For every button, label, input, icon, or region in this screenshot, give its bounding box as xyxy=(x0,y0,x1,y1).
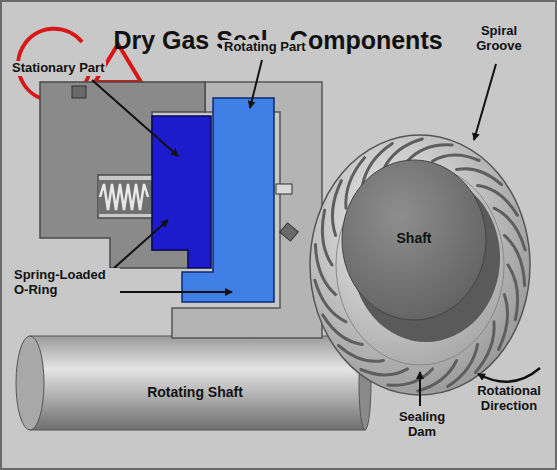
leader-line xyxy=(92,80,178,156)
spring-pocket xyxy=(98,180,152,214)
part-label: Rotational Direction xyxy=(465,384,553,414)
leader-line xyxy=(474,64,496,140)
shaft-face xyxy=(342,160,486,320)
leader-line xyxy=(114,220,168,268)
o-ring xyxy=(280,223,298,241)
leader-line xyxy=(250,60,262,108)
shaft-label: Rotating Shaft xyxy=(110,384,280,400)
part-label: Rotating Part xyxy=(222,40,308,55)
groove-stroke xyxy=(433,155,480,161)
groove-stroke xyxy=(388,369,433,385)
shaft-body xyxy=(30,336,365,430)
groove-stroke xyxy=(338,345,383,361)
stationary-part xyxy=(152,116,211,268)
spiral-grooves xyxy=(315,139,525,391)
part-label: Sealing Dam xyxy=(385,410,459,440)
housing-seal xyxy=(72,86,86,98)
rotation-arrow xyxy=(478,368,540,382)
part-label: Spiral Groove xyxy=(462,24,536,54)
seal-ring xyxy=(310,135,530,395)
part-label: Spring-Loaded O-Ring xyxy=(12,268,120,298)
part-label: Stationary Part xyxy=(10,61,106,76)
groove-stroke xyxy=(504,235,524,285)
groove-stroke xyxy=(408,145,453,161)
spring xyxy=(100,184,148,210)
drive-pin xyxy=(276,184,292,194)
groove-stroke xyxy=(332,181,341,236)
groove-stroke xyxy=(322,210,332,265)
shaft-label: Shaft xyxy=(370,230,458,246)
groove-stroke xyxy=(361,369,408,375)
rotating-part xyxy=(182,98,274,302)
groove-stroke xyxy=(499,295,508,350)
groove-stroke xyxy=(508,265,518,320)
shaft-end xyxy=(16,336,44,430)
leader-line xyxy=(419,372,421,406)
